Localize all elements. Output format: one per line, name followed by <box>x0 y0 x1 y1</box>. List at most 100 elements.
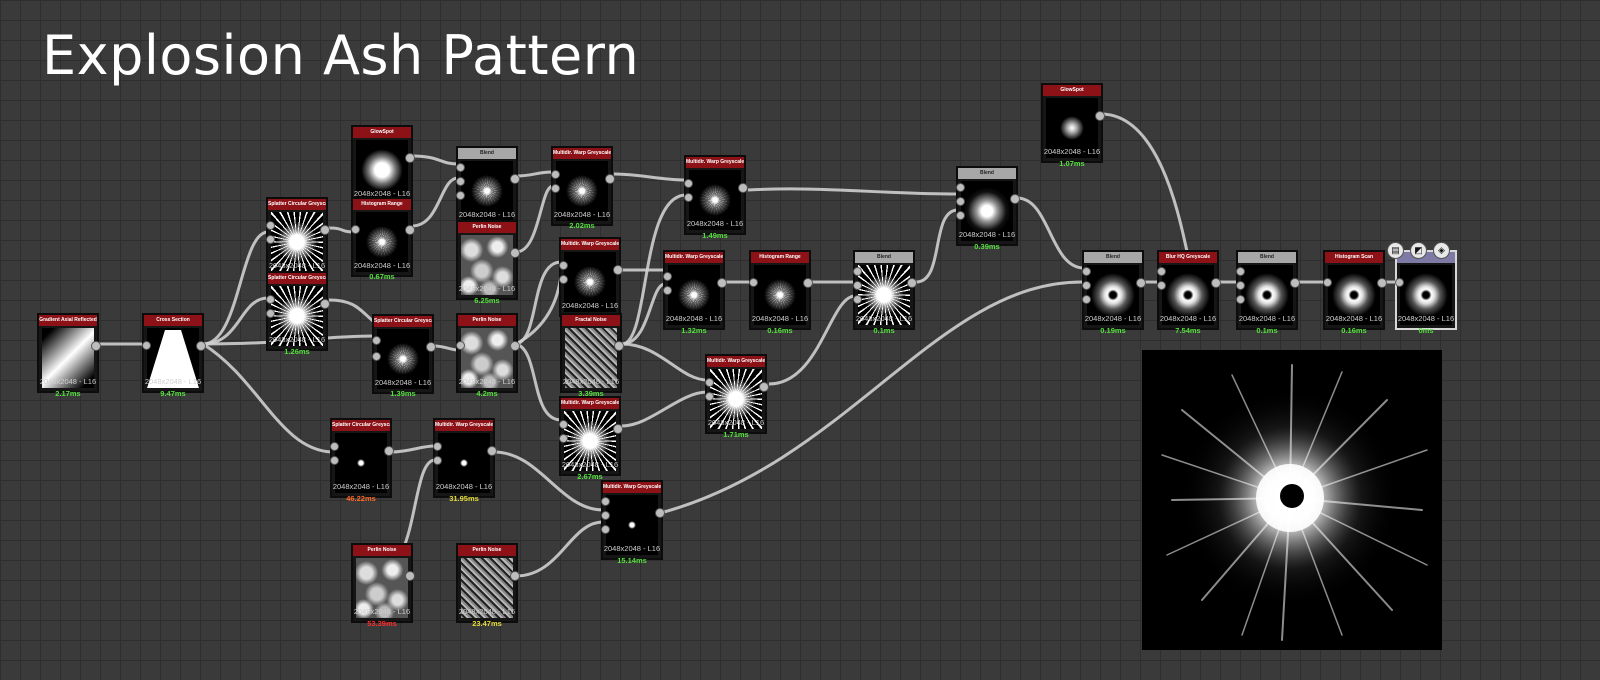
output-port[interactable] <box>1377 278 1387 288</box>
input-port[interactable] <box>551 184 560 193</box>
input-port[interactable] <box>330 456 339 465</box>
input-port[interactable] <box>559 275 568 284</box>
input-port[interactable] <box>559 420 568 429</box>
output-port[interactable] <box>510 341 520 351</box>
output-port[interactable] <box>405 571 415 581</box>
document-icon[interactable]: ▤ <box>1387 242 1404 259</box>
node-perlin-noise[interactable]: Perlin Noise <box>351 543 415 623</box>
output-port[interactable] <box>717 278 727 288</box>
input-port[interactable] <box>142 341 151 350</box>
input-port[interactable] <box>956 197 965 206</box>
input-port[interactable] <box>1082 281 1091 290</box>
input-port[interactable] <box>1157 267 1166 276</box>
node-multidir-warp-greyscale[interactable]: Multidir. Warp Greyscale <box>559 237 623 317</box>
node-blend[interactable]: Blend <box>1082 250 1146 330</box>
input-port[interactable] <box>330 442 339 451</box>
node-glowspot[interactable]: GlowSpot <box>351 125 415 205</box>
node-multidir-warp-greyscale[interactable]: Multidir. Warp Greyscale <box>559 396 623 476</box>
input-port[interactable] <box>266 235 275 244</box>
input-port[interactable] <box>559 434 568 443</box>
input-port[interactable] <box>559 261 568 270</box>
node-multidir-warp-greyscale[interactable]: Multidir. Warp Greyscale <box>684 155 748 235</box>
output-port[interactable] <box>613 265 623 275</box>
output-port[interactable] <box>605 174 615 184</box>
input-port[interactable] <box>601 497 610 506</box>
node-histogram-range[interactable]: Histogram Range <box>351 197 415 277</box>
node-multidir-warp-greyscale[interactable]: Multidir. Warp Greyscale <box>601 480 665 560</box>
output-port[interactable] <box>196 341 206 351</box>
node-multidir-warp-greyscale[interactable]: Multidir. Warp Greyscale <box>551 146 615 226</box>
output-port[interactable] <box>614 341 624 351</box>
output-port[interactable] <box>1211 278 1221 288</box>
view-2d-icon[interactable]: ◩ <box>1410 242 1427 259</box>
node-perlin-noise[interactable]: Perlin Noise <box>456 220 520 300</box>
input-port[interactable] <box>1323 278 1332 287</box>
input-port[interactable] <box>956 211 965 220</box>
node-splatter-circular-greyscale[interactable]: Splatter Circular Greyscale <box>266 271 330 351</box>
output-port[interactable] <box>510 248 520 258</box>
output-port[interactable] <box>759 382 769 392</box>
output-port[interactable] <box>384 446 394 456</box>
output-port[interactable] <box>487 446 497 456</box>
input-port[interactable] <box>853 267 862 276</box>
node-output[interactable] <box>1395 250 1457 330</box>
input-port[interactable] <box>684 179 693 188</box>
preview-2d-view[interactable] <box>1142 350 1442 650</box>
output-port[interactable] <box>320 299 330 309</box>
node-multidir-warp-greyscale[interactable]: Multidir. Warp Greyscale <box>705 354 769 434</box>
node-multidir-warp-greyscale[interactable]: Multidir. Warp Greyscale <box>433 418 497 498</box>
input-port[interactable] <box>433 456 442 465</box>
input-port[interactable] <box>456 341 465 350</box>
output-port[interactable] <box>426 342 436 352</box>
node-multidir-warp-greyscale[interactable]: Multidir. Warp Greyscale <box>663 250 727 330</box>
input-port[interactable] <box>1395 278 1404 287</box>
output-port[interactable] <box>1010 194 1020 204</box>
input-port[interactable] <box>1082 295 1091 304</box>
output-port[interactable] <box>655 508 665 518</box>
node-gradient-axial-reflected[interactable]: Gradient Axial Reflected <box>37 313 101 393</box>
input-port[interactable] <box>601 511 610 520</box>
input-port[interactable] <box>372 336 381 345</box>
input-port[interactable] <box>351 225 360 234</box>
output-port[interactable] <box>907 278 917 288</box>
output-port[interactable] <box>1095 111 1105 121</box>
node-perlin-noise[interactable]: Perlin Noise <box>456 313 520 393</box>
node-splatter-circular-greyscale[interactable]: Splatter Circular Greyscale <box>266 197 330 277</box>
node-cross-section[interactable]: Cross Section <box>142 313 206 393</box>
input-port[interactable] <box>956 183 965 192</box>
input-port[interactable] <box>266 295 275 304</box>
output-port[interactable] <box>1290 278 1300 288</box>
output-port[interactable] <box>320 225 330 235</box>
input-port[interactable] <box>1236 281 1245 290</box>
input-port[interactable] <box>663 286 672 295</box>
input-port[interactable] <box>853 295 862 304</box>
output-port[interactable] <box>405 153 415 163</box>
node-blend[interactable]: Blend <box>1236 250 1300 330</box>
node-splatter-circular-greyscale[interactable]: Splatter Circular Greyscale <box>372 314 436 394</box>
input-port[interactable] <box>601 525 610 534</box>
input-port[interactable] <box>551 170 560 179</box>
output-port[interactable] <box>803 278 813 288</box>
output-port[interactable] <box>405 225 415 235</box>
output-port[interactable] <box>738 183 748 193</box>
input-port[interactable] <box>853 281 862 290</box>
input-port[interactable] <box>456 177 465 186</box>
output-port[interactable] <box>613 424 623 434</box>
input-port[interactable] <box>456 163 465 172</box>
node-histogram-range[interactable]: Histogram Range <box>749 250 813 330</box>
input-port[interactable] <box>705 378 714 387</box>
node-blur-hq-greyscale[interactable]: Blur HQ Greyscale <box>1157 250 1221 330</box>
input-port[interactable] <box>749 278 758 287</box>
node-glowspot[interactable]: GlowSpot <box>1041 83 1105 163</box>
input-port[interactable] <box>266 221 275 230</box>
node-blend[interactable]: Blend <box>456 146 520 226</box>
input-port[interactable] <box>705 392 714 401</box>
input-port[interactable] <box>433 442 442 451</box>
output-port[interactable] <box>91 341 101 351</box>
input-port[interactable] <box>1236 295 1245 304</box>
input-port[interactable] <box>1236 267 1245 276</box>
view-3d-icon[interactable]: ◈ <box>1433 242 1450 259</box>
input-port[interactable] <box>266 309 275 318</box>
input-port[interactable] <box>1082 267 1091 276</box>
input-port[interactable] <box>372 352 381 361</box>
